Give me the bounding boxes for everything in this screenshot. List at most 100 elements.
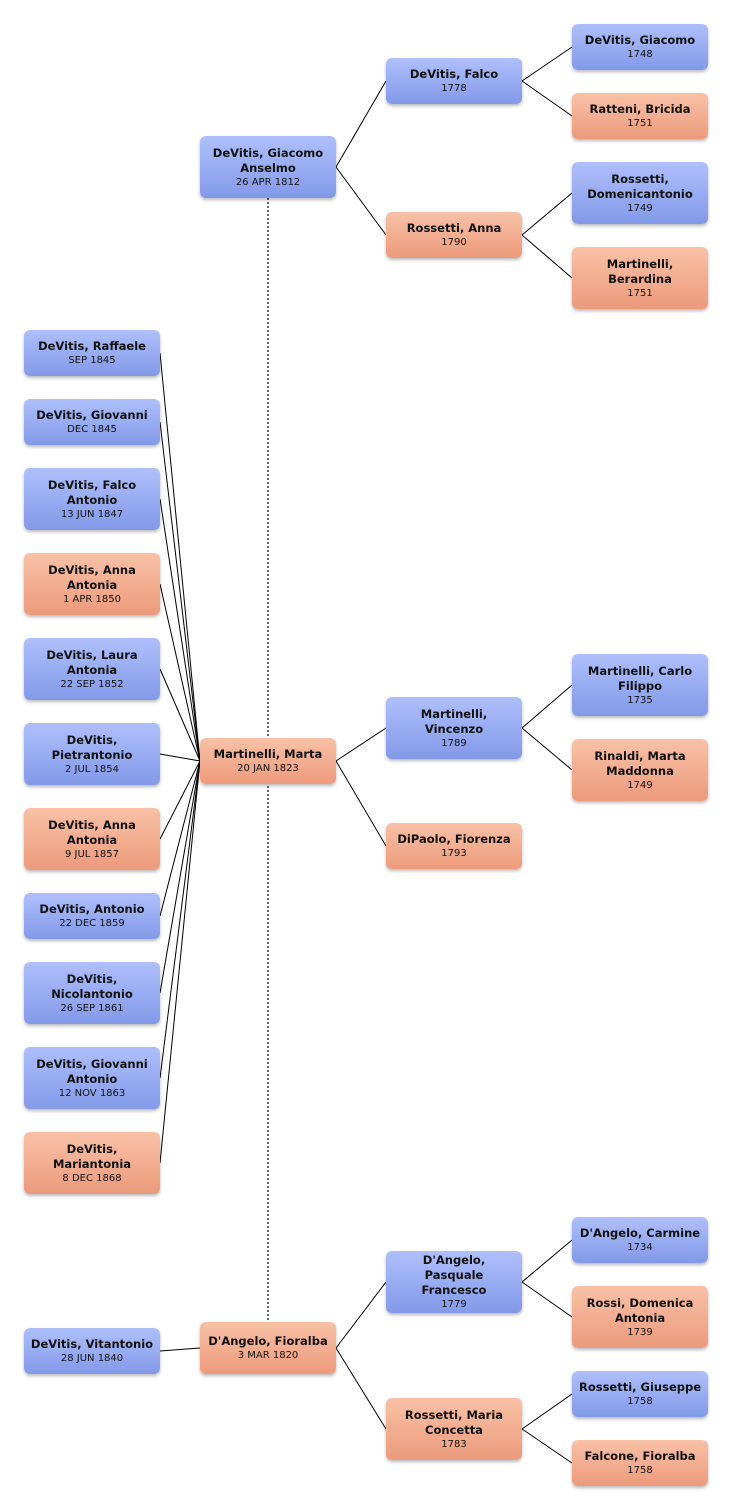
person-date: 3 MAR 1820 [237, 1350, 299, 1361]
person-name: DeVitis, Raffaele [38, 339, 146, 353]
person-name: DeVitis, Nicolantonio [51, 971, 133, 1001]
parent-link-line [521, 684, 573, 729]
parent-link-line [521, 46, 573, 82]
parent-link-line [335, 1347, 387, 1430]
person-name: D'Angelo, Fioralba [208, 1334, 328, 1348]
parent-link-line [521, 1428, 573, 1464]
person-name: DeVitis, Giacomo Anselmo [212, 145, 324, 175]
person-date: 1 APR 1850 [63, 593, 121, 605]
parent-link-line [521, 1393, 573, 1430]
person-date: 26 SEP 1861 [60, 1002, 124, 1014]
person-card-fioralba[interactable]: D'Angelo, Fioralba 3 MAR 1820 [200, 1322, 336, 1374]
person-name: DeVitis, Anna Antonia [48, 562, 136, 592]
person-name: DeVitis, Falco [409, 67, 499, 81]
person-date: 26 APR 1812 [235, 176, 301, 188]
child-link-line [159, 753, 201, 762]
person-card-carmine[interactable]: D'Angelo, Carmine 1734 [572, 1217, 708, 1263]
person-date: 1749 [627, 779, 653, 791]
person-date: DEC 1845 [67, 424, 117, 435]
parent-link-line [335, 1281, 387, 1349]
person-name: Rossi, Domenica Antonia [586, 1295, 694, 1325]
person-date: 1734 [627, 1242, 653, 1253]
person-name: Martinelli, Berardina [606, 256, 674, 286]
parent-link-line [521, 1239, 573, 1283]
parent-link-line [521, 727, 573, 771]
person-date: 1751 [627, 118, 653, 129]
person-date: 1783 [441, 1438, 467, 1450]
person-date: 13 JUN 1847 [60, 508, 124, 520]
person-name: Rossetti, Anna [406, 221, 502, 235]
person-name: DeVitis, Giacomo [584, 33, 696, 47]
person-date: 22 SEP 1852 [60, 678, 124, 690]
parent-link-line [335, 80, 387, 168]
person-name: DeVitis, Laura Antonia [46, 647, 138, 677]
child-link-line [159, 760, 201, 994]
person-date: 2 JUL 1854 [64, 763, 119, 775]
child-link-line [159, 760, 201, 840]
person-date: 12 NOV 1863 [58, 1087, 126, 1099]
person-name: Martinelli, Marta [213, 747, 323, 761]
child-link-line [159, 352, 201, 762]
person-card-c-antonio[interactable]: DeVitis, Antonio 22 DEC 1859 [24, 893, 160, 939]
child-link-line [159, 498, 201, 762]
parent-link-line [521, 192, 573, 236]
person-date: 1739 [627, 1326, 653, 1338]
person-name: DeVitis, Giovanni [36, 408, 148, 422]
child-link-line [159, 583, 201, 762]
person-card-falco[interactable]: DeVitis, Falco 1778 [386, 58, 522, 104]
person-name: Rossetti, Giuseppe [578, 1380, 702, 1394]
person-card-marta[interactable]: Martinelli, Marta 20 JAN 1823 [200, 738, 336, 784]
child-link-line [159, 760, 201, 917]
person-date: 1779 [441, 1299, 467, 1310]
person-name: DeVitis, Giovanni Antonio [36, 1056, 148, 1086]
person-name: DeVitis, Pietrantonio [51, 732, 133, 762]
person-date: 1749 [627, 202, 653, 214]
person-date: 20 JAN 1823 [237, 763, 299, 774]
person-date: 8 DEC 1868 [62, 1172, 122, 1184]
person-date: 9 JUL 1857 [64, 848, 119, 860]
person-date: 1751 [627, 287, 653, 299]
person-name: Rossetti, Maria Concetta [404, 1407, 504, 1437]
person-name: DeVitis, Anna Antonia [48, 817, 136, 847]
person-date: 22 DEC 1859 [59, 918, 125, 929]
child-link-line [159, 760, 201, 1079]
person-name: D'Angelo, Carmine [579, 1226, 701, 1240]
parent-link-line [335, 727, 387, 762]
parent-link-line [335, 166, 387, 236]
person-name: DeVitis, Antonio [39, 902, 145, 916]
person-name: D'Angelo, Pasquale Francesco [421, 1253, 487, 1297]
person-name: Martinelli, Carlo Filippo [587, 663, 693, 693]
person-name: Rossetti, Domenicantonio [587, 171, 693, 201]
person-date: 1778 [441, 83, 467, 94]
person-name: DeVitis, Falco Antonio [47, 477, 137, 507]
person-card-pasquale[interactable]: D'Angelo, Pasquale Francesco 1779 [386, 1251, 522, 1313]
person-date: 1735 [627, 694, 653, 706]
person-date: 1789 [441, 737, 467, 749]
